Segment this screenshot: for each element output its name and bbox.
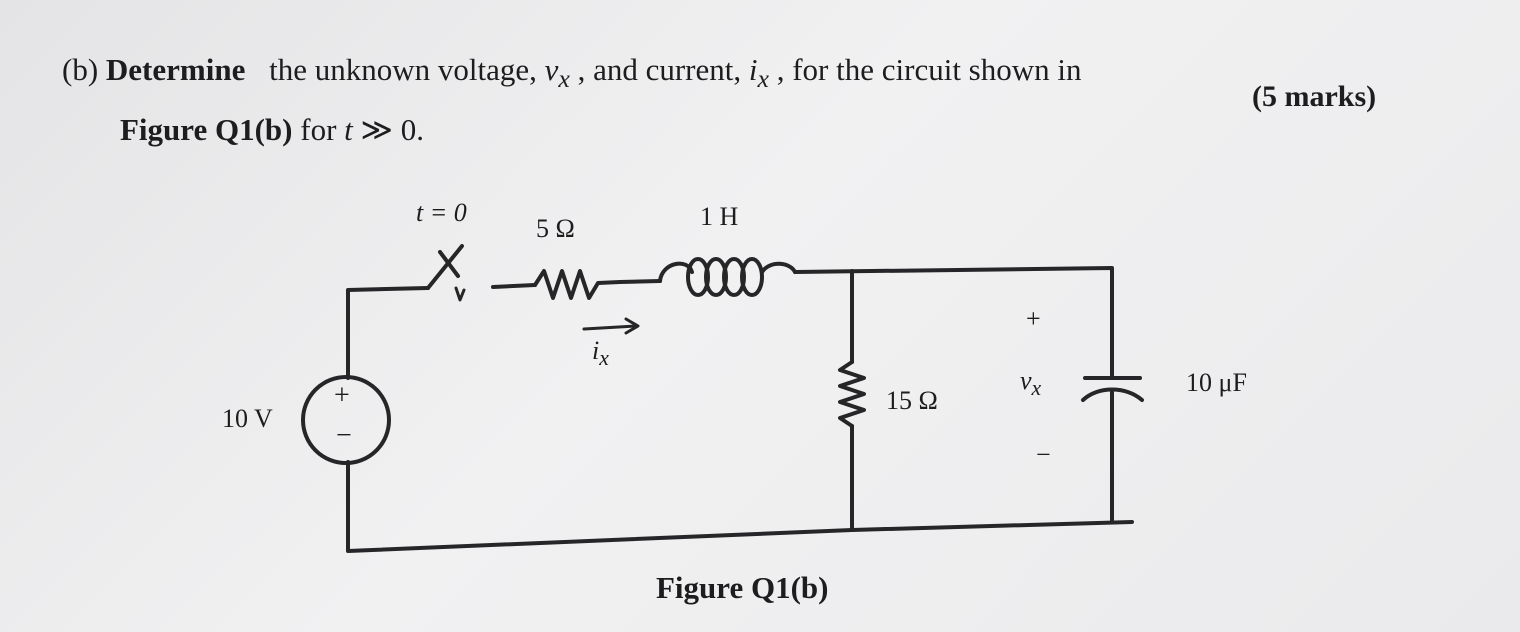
current-label: ix	[592, 336, 609, 371]
switch-icon	[426, 244, 466, 302]
marks-label: (5 marks)	[1252, 80, 1377, 113]
resistor-15ohm-label: 15 Ω	[886, 386, 938, 415]
var-i: i	[748, 52, 758, 87]
switch-label: t = 0	[416, 198, 467, 227]
current-arrow-icon	[582, 317, 640, 335]
source-label: 10 V	[222, 404, 273, 433]
question-line-2: Figure Q1(b) for t ≫ 0.	[120, 112, 424, 148]
resistor-15ohm-icon	[838, 360, 866, 428]
question-condition: ≫ 0.	[360, 112, 424, 147]
wire-resistor-inductor	[618, 279, 662, 284]
question-part-label: (b)	[62, 52, 99, 87]
vx-label: vx	[1020, 366, 1041, 401]
voltage-source-icon	[301, 375, 391, 465]
var-v: v	[544, 52, 559, 87]
var-t: t	[344, 112, 353, 147]
wire-top	[793, 266, 1114, 378]
figure-caption: Figure Q1(b)	[656, 570, 829, 605]
wire-bottom	[346, 460, 1134, 553]
vx-var: v	[1020, 366, 1032, 395]
wire-switch-resistor	[491, 283, 537, 289]
wire-left	[346, 286, 430, 380]
vx-plus-sign: +	[1026, 304, 1041, 333]
figure-reference: Figure Q1(b)	[120, 112, 293, 147]
vx-sub: x	[1031, 376, 1042, 401]
current-sub: x	[599, 346, 609, 371]
vx-minus-sign: −	[1036, 440, 1051, 469]
question-verb: Determine	[105, 52, 246, 87]
question-line-1: (b) Determine the unknown voltage, vx , …	[62, 52, 1082, 94]
source-plus-sign: +	[334, 380, 350, 411]
inductor-label: 1 H	[700, 202, 739, 231]
resistor-5ohm-icon	[533, 269, 622, 300]
var-i-sub: x	[757, 64, 769, 94]
resistor-5ohm-label: 5 Ω	[536, 214, 575, 243]
question-text-c: , for the circuit shown in	[776, 52, 1082, 87]
question-text-b: , and current,	[577, 52, 742, 87]
capacitor-label: 10 μF	[1186, 368, 1247, 397]
inductor-1h-icon	[658, 257, 797, 297]
question-text-d: for	[300, 112, 337, 147]
source-minus-sign: −	[336, 420, 352, 451]
current-var: i	[592, 336, 600, 365]
capacitor-10uf-icon	[1081, 376, 1144, 402]
var-v-sub: x	[558, 64, 570, 94]
question-text-a: the unknown voltage,	[269, 52, 537, 87]
